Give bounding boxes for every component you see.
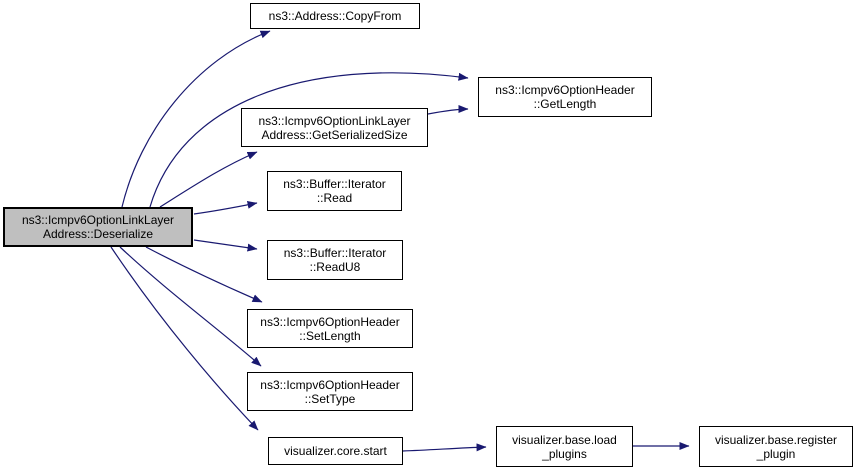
node-label: Address::GetSerializedSize [261,127,408,142]
node-icmpv6optionheader-getlength[interactable]: ns3::Icmpv6OptionHeader::GetLength [478,77,652,117]
node-icmpv6optionheader-settype[interactable]: ns3::Icmpv6OptionHeader::SetType [247,372,413,411]
edge-icmpv6optionlinklayeraddress-deserialize-to-visualizer-core-start [110,246,259,431]
edge-icmpv6optionlinklayeraddress-deserialize-to-buffer-iterator-readu8 [193,239,258,252]
node-buffer-iterator-read[interactable]: ns3::Buffer::Iterator::Read [267,171,402,211]
node-label: ns3::Icmpv6OptionLinkLayer [258,113,411,128]
node-label: Address::Deserialize [42,227,154,241]
node-label: ::SetType [304,391,356,406]
node-label: ns3::Icmpv6OptionHeader [495,83,635,97]
node-label: ::Read [316,191,353,205]
edge-icmpv6optionlinklayeraddress-deserialize-to-buffer-iterator-read [193,200,258,215]
node-label: ::ReadU8 [309,260,361,274]
node-label: visualizer.core.start [284,444,387,458]
node-label: _plugins [542,446,587,461]
edge-icmpv6optionlinklayeraddress-deserialize-to-icmpv6optionheader-setlength [145,246,263,303]
node-label: ns3::Buffer::Iterator [283,177,386,191]
node-buffer-iterator-readu8[interactable]: ns3::Buffer::Iterator::ReadU8 [267,240,403,280]
node-label: ns3::Icmpv6OptionHeader [260,314,400,329]
node-label: visualizer.base.register [714,432,838,447]
edge-icmpv6optionlinklayeraddress-deserialize-to-icmpv6optionheader-settype [119,246,262,367]
edge-icmpv6optionlinklayeraddress-deserialize-to-icmpv6optionlinklayeraddress-getserializedsize [159,151,258,208]
edge-visualizer-core-start-to-visualizer-base-load-plugins [402,443,487,452]
node-label: ns3::Buffer::Iterator [283,246,387,260]
node-address-copyfrom[interactable]: ns3::Address::CopyFrom [250,3,420,29]
node-icmpv6optionheader-setlength[interactable]: ns3::Icmpv6OptionHeader::SetLength [247,309,413,348]
edge-icmpv6optionlinklayeraddress-getserializedsize-to-icmpv6optionheader-getlength [427,105,469,115]
node-visualizer-base-load-plugins[interactable]: visualizer.base.load_plugins [496,426,633,467]
node-label: _plugin [756,446,796,461]
node-label: ns3::Address::CopyFrom [268,9,402,23]
node-label: ns3::Icmpv6OptionHeader [260,377,400,392]
node-label: ::SetLength [299,328,361,343]
node-visualizer-base-register-plugin[interactable]: visualizer.base.register_plugin [699,426,853,467]
node-label: ns3::Icmpv6OptionLinkLayer [21,213,175,227]
node-visualizer-core-start[interactable]: visualizer.core.start [268,437,403,465]
node-label: visualizer.base.load [512,432,617,447]
node-label: ::GetLength [533,97,597,111]
